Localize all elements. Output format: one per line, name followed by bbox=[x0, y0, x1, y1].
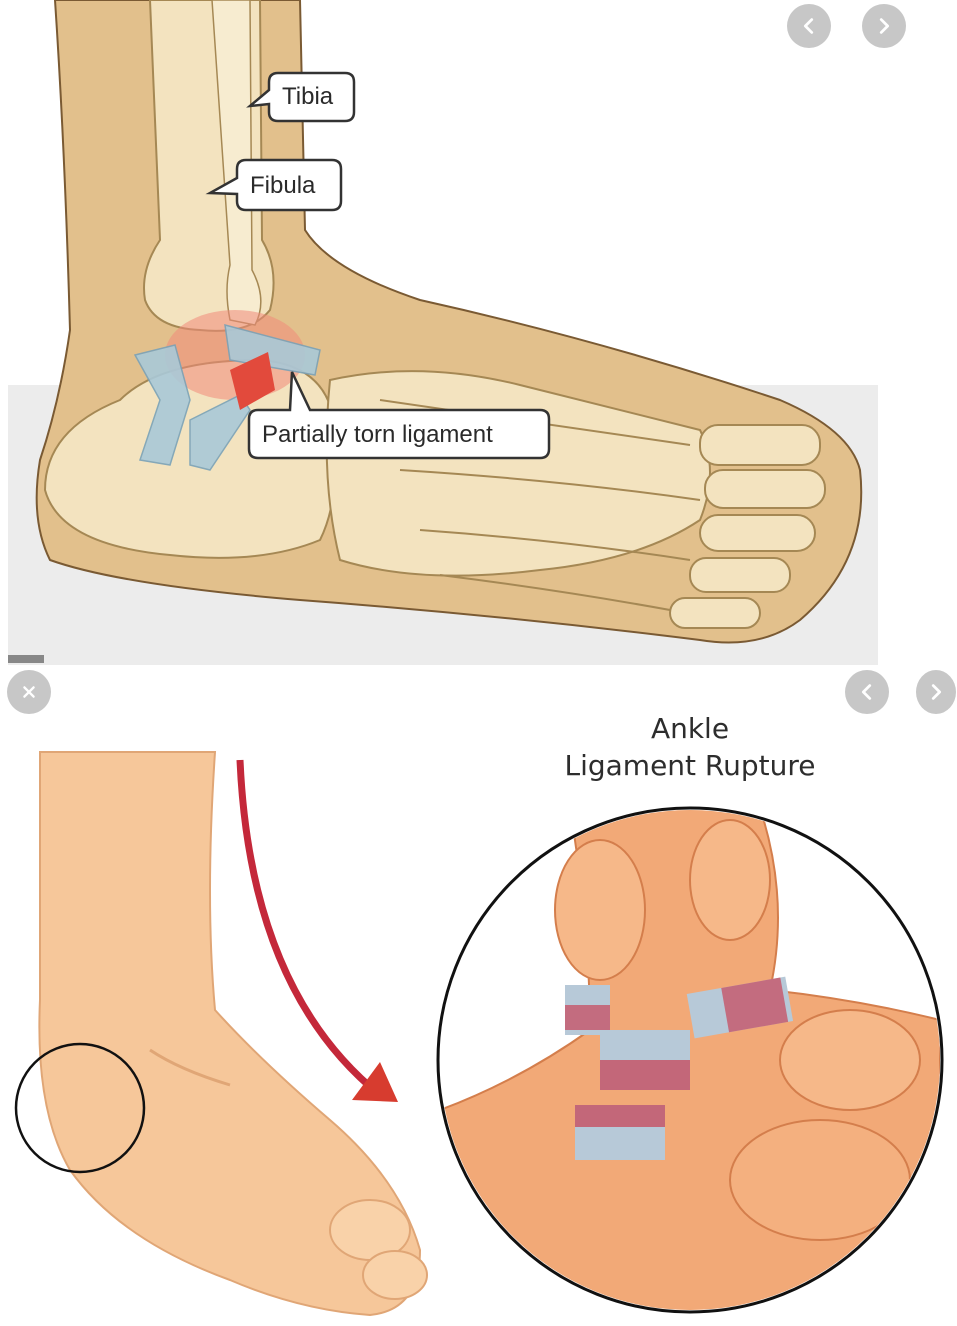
chevron-right-icon bbox=[873, 15, 895, 37]
bottom-image-panel: Ankle Ligament Rupture bbox=[0, 668, 957, 1326]
inversion-arrow bbox=[240, 760, 380, 1095]
bottom-next-button[interactable] bbox=[916, 670, 956, 714]
top-prev-button[interactable] bbox=[787, 4, 831, 48]
tibia-label: Tibia bbox=[282, 83, 334, 110]
close-button[interactable] bbox=[7, 670, 51, 714]
chevron-right-icon bbox=[925, 681, 947, 703]
top-next-button[interactable] bbox=[862, 4, 906, 48]
rupture-title-line2: Ligament Rupture bbox=[564, 749, 815, 782]
image-indicator-bar bbox=[8, 655, 44, 663]
torn-ligament-label: Partially torn ligament bbox=[262, 421, 493, 448]
inversion-arrow-head bbox=[352, 1062, 398, 1102]
chevron-left-icon bbox=[856, 681, 878, 703]
chevron-left-icon bbox=[798, 15, 820, 37]
close-icon bbox=[18, 681, 40, 703]
rupture-title-line1: Ankle bbox=[651, 712, 729, 745]
top-image-panel: Tibia Fibula Partially torn ligament bbox=[0, 0, 957, 668]
fibula-label: Fibula bbox=[250, 172, 316, 199]
ankle-anatomy-illustration: Tibia Fibula Partially torn ligament bbox=[0, 0, 957, 668]
ankle-rupture-illustration: Ankle Ligament Rupture bbox=[0, 668, 957, 1326]
bottom-prev-button[interactable] bbox=[845, 670, 889, 714]
